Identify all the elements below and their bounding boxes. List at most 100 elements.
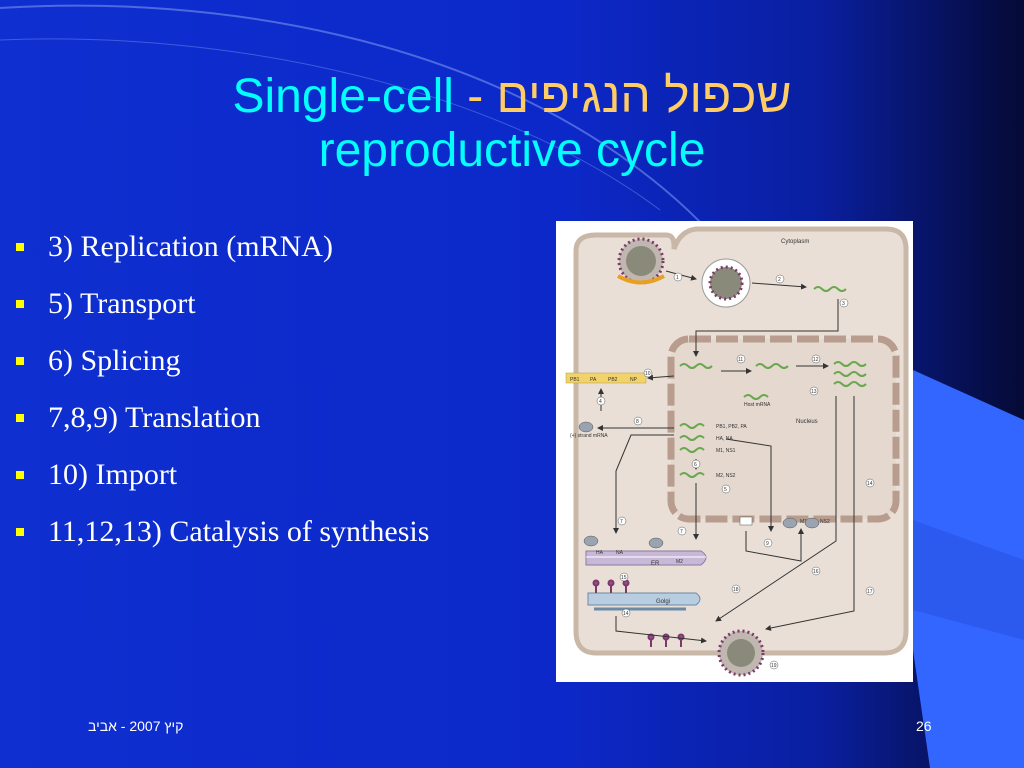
label-pb2: PB2	[608, 377, 618, 383]
ribosome	[648, 537, 664, 549]
title-line-2: reproductive cycle	[318, 124, 706, 177]
bullet-text: 3) Replication (mRNA)	[48, 230, 333, 263]
rna-nucleus-3	[833, 361, 867, 367]
step-label: 3	[842, 301, 845, 307]
title-english: Single-cell	[232, 70, 454, 123]
label-seg3: M1, NS1	[716, 448, 736, 454]
label-seg2: HA, NA	[716, 436, 733, 442]
rna-nucleus-4	[833, 371, 867, 377]
bullet-text: 5) Transport	[48, 287, 196, 320]
step-label: 4	[599, 399, 602, 405]
label-ha: HA	[596, 550, 604, 556]
title-hebrew: שכפול הנגיפים	[496, 70, 792, 123]
ribosome	[578, 421, 594, 433]
label-na: NA	[616, 550, 624, 556]
arrow	[693, 299, 839, 357]
golgi	[587, 592, 701, 611]
label-nucleus: Nucleus	[796, 419, 818, 425]
title-line-1: Single-cell - שכפול הנגיפים	[0, 70, 1024, 124]
rna-nucleus-5	[833, 381, 867, 387]
step-label: 2	[778, 277, 781, 283]
label-er: ER	[651, 561, 660, 567]
bullet-item: 3) Replication (mRNA)	[14, 230, 434, 263]
step-label: 8	[636, 419, 639, 425]
step-label: 18	[733, 587, 739, 593]
label-plus-strand: (+) strand mRNA	[570, 433, 608, 439]
bullet-marker-icon	[16, 471, 24, 479]
ribosome	[583, 535, 599, 547]
bullet-item: 11,12,13) Catalysis of synthesis	[14, 515, 434, 548]
virus-particle-endosome	[701, 258, 751, 308]
arrow	[745, 528, 804, 562]
page-number: 26	[916, 718, 932, 734]
step-label: 16	[813, 569, 819, 575]
step-label: 11	[738, 357, 743, 363]
bullet-marker-icon	[16, 300, 24, 308]
bullet-text: 7,8,9) Translation	[48, 401, 261, 434]
step-label: 12	[813, 357, 819, 363]
title-separator: -	[453, 70, 497, 123]
step-label: 15	[621, 575, 627, 581]
arrow	[715, 396, 837, 622]
bullet-item: 10) Import	[14, 458, 434, 491]
rna-segment-2	[679, 435, 705, 441]
arrow	[647, 374, 675, 381]
step-label: 9	[766, 541, 769, 547]
label-cytoplasm: Cytoplasm	[781, 239, 809, 245]
bullet-item: 6) Splicing	[14, 344, 434, 377]
nucleus	[667, 335, 900, 523]
step-label: 1	[676, 275, 679, 281]
membrane-box	[739, 516, 753, 526]
protein-bar	[565, 372, 647, 384]
bullet-marker-icon	[16, 528, 24, 536]
step-label: 14	[623, 611, 629, 617]
footer-date: קיץ 2007 - אביב	[88, 718, 184, 734]
label-pb1: PB1	[570, 377, 580, 383]
label-m1: M1	[800, 519, 807, 525]
arrow	[725, 438, 774, 532]
label-seg1: PB1, PB2, PA	[716, 424, 747, 430]
step-label: 6	[694, 462, 697, 468]
rna-nucleus-2	[755, 363, 789, 369]
arrow	[615, 616, 707, 644]
slide-title: Single-cell - שכפול הנגיפים reproductive…	[0, 70, 1024, 178]
ribosome	[782, 517, 798, 529]
step-label: 13	[811, 389, 817, 395]
bullet-item: 5) Transport	[14, 287, 434, 320]
rna-nucleus-1	[679, 363, 713, 369]
bullet-text: 6) Splicing	[48, 344, 181, 377]
rna-segment-1	[679, 423, 705, 429]
virus-cycle-figure: Cytoplasm Nucleus Host mRNA (+) strand m…	[556, 221, 913, 682]
step-label: 7	[680, 529, 683, 535]
rna-segment-4	[679, 472, 705, 478]
label-host-mrna: Host mRNA	[744, 402, 771, 408]
step-label: 14	[867, 481, 873, 487]
step-label: 7	[620, 519, 623, 525]
label-seg4: M2, NS2	[716, 473, 736, 479]
label-m2: M2	[676, 559, 683, 565]
bullet-marker-icon	[16, 414, 24, 422]
arrow	[613, 434, 674, 534]
step-label: 10	[645, 371, 651, 377]
rna-segment-3	[679, 447, 705, 453]
step-label: 17	[867, 589, 873, 595]
bullet-list: 3) Replication (mRNA) 5) Transport 6) Sp…	[14, 230, 434, 572]
virus-particle-entry	[617, 237, 665, 285]
label-ns2: NS2	[820, 519, 830, 525]
ribosome	[804, 517, 820, 529]
step-label: 5	[724, 487, 727, 493]
bullet-text: 11,12,13) Catalysis of synthesis	[48, 515, 430, 548]
arrow	[751, 282, 807, 290]
bullet-marker-icon	[16, 357, 24, 365]
virus-particle-budding	[717, 629, 765, 677]
bullet-text: 10) Import	[48, 458, 178, 491]
label-golgi: Golgi	[656, 599, 670, 605]
endoplasmic-reticulum	[585, 550, 707, 566]
bullet-marker-icon	[16, 243, 24, 251]
label-np: NP	[630, 377, 638, 383]
label-pa: PA	[590, 377, 597, 383]
bullet-item: 7,8,9) Translation	[14, 401, 434, 434]
rna-host	[743, 394, 769, 400]
step-label: 19	[771, 663, 777, 669]
arrow	[765, 396, 855, 631]
